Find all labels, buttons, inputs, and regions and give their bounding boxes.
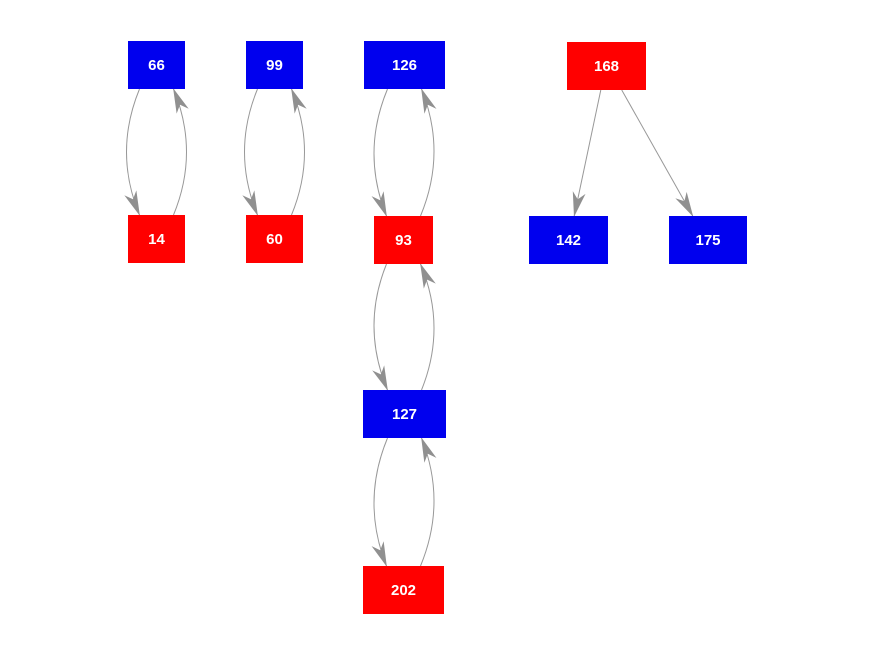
node-box-127 xyxy=(363,390,446,438)
node-126[interactable]: 126 xyxy=(364,41,445,89)
edge-202-to-127 xyxy=(420,437,437,567)
node-box-66 xyxy=(128,41,185,89)
edge-127-to-202 xyxy=(371,437,388,567)
edge-60-to-99 xyxy=(291,88,307,216)
node-14[interactable]: 14 xyxy=(128,215,185,263)
edge-99-to-60 xyxy=(242,88,258,216)
node-label-175: 175 xyxy=(695,232,720,249)
node-box-175 xyxy=(669,216,747,264)
node-142[interactable]: 142 xyxy=(529,216,608,264)
node-label-126: 126 xyxy=(392,57,417,74)
edges-layer xyxy=(124,88,694,567)
node-box-99 xyxy=(246,41,303,89)
node-label-93: 93 xyxy=(395,232,412,249)
edge-93-to-126 xyxy=(420,88,437,217)
node-box-142 xyxy=(529,216,608,264)
node-60[interactable]: 60 xyxy=(246,215,303,263)
edge-93-to-127 xyxy=(372,263,388,391)
node-label-127: 127 xyxy=(392,406,417,423)
node-box-126 xyxy=(364,41,445,89)
node-box-60 xyxy=(246,215,303,263)
edge-66-to-14 xyxy=(124,88,140,216)
node-202[interactable]: 202 xyxy=(363,566,444,614)
node-168[interactable]: 168 xyxy=(567,42,646,90)
node-label-142: 142 xyxy=(556,232,581,249)
node-box-14 xyxy=(128,215,185,263)
node-99[interactable]: 99 xyxy=(246,41,303,89)
node-label-14: 14 xyxy=(148,231,165,248)
edge-168-to-175 xyxy=(621,89,694,217)
node-66[interactable]: 66 xyxy=(128,41,185,89)
edge-14-to-66 xyxy=(173,88,189,216)
edge-127-to-93 xyxy=(420,263,436,391)
node-175[interactable]: 175 xyxy=(669,216,747,264)
node-label-60: 60 xyxy=(266,231,283,248)
node-93[interactable]: 93 xyxy=(374,216,433,264)
node-label-66: 66 xyxy=(148,57,165,74)
node-box-93 xyxy=(374,216,433,264)
nodes-layer: 66 99 126 168 14 60 93 142 175 127 202 xyxy=(128,41,747,614)
node-label-168: 168 xyxy=(594,58,619,75)
node-127[interactable]: 127 xyxy=(363,390,446,438)
node-box-168 xyxy=(567,42,646,90)
edge-168-to-142 xyxy=(572,89,602,217)
node-label-202: 202 xyxy=(391,582,416,599)
node-label-99: 99 xyxy=(266,57,283,74)
edge-126-to-93 xyxy=(371,88,388,217)
node-box-202 xyxy=(363,566,444,614)
